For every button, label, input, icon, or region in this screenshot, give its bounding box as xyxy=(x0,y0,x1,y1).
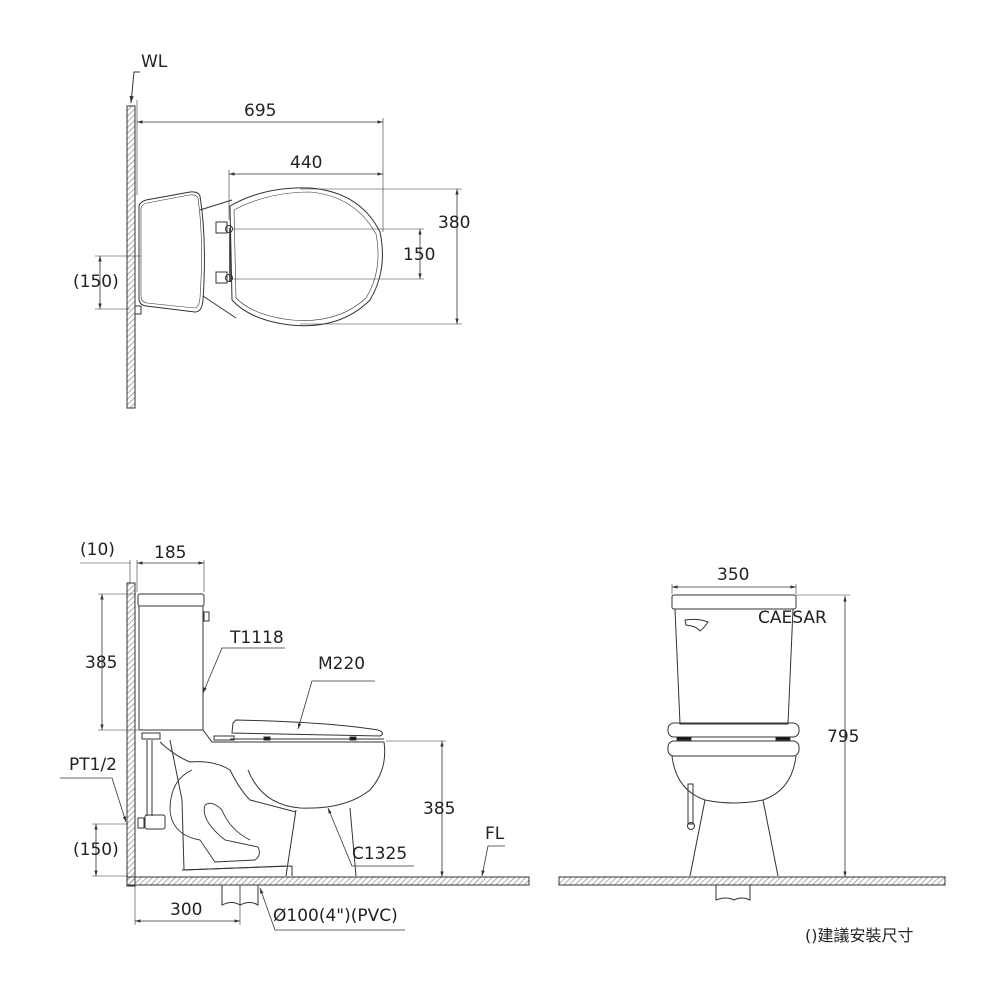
side-seat xyxy=(231,719,384,737)
front-bowl xyxy=(671,755,797,804)
wl-label: WL xyxy=(141,52,168,72)
dim-300-label: 300 xyxy=(170,900,203,920)
flush-lever xyxy=(684,618,709,632)
dim-385-tank-label: 385 xyxy=(85,653,118,673)
dim-385-seat-label: 385 xyxy=(423,799,456,819)
dim-440-label: 440 xyxy=(290,153,323,173)
side-view xyxy=(60,560,530,931)
dim-150-side-supply-label: (150) xyxy=(73,840,119,860)
drain-leader xyxy=(259,887,405,931)
seat-outline xyxy=(229,187,383,327)
fl-leader xyxy=(481,845,505,877)
dim-10-label: (10) xyxy=(80,540,115,560)
dim-185-label: 185 xyxy=(154,543,187,563)
c1325-leader xyxy=(327,807,414,867)
wl-leader xyxy=(129,71,140,104)
t1118-label: T1118 xyxy=(230,628,284,648)
tank-top-outline xyxy=(138,191,205,313)
pt12-label: PT1/2 xyxy=(69,755,117,775)
side-wall xyxy=(126,582,136,887)
front-tank-lid xyxy=(671,594,797,610)
front-seat-lid xyxy=(667,722,800,738)
m220-leader xyxy=(297,680,375,730)
front-seat-ring xyxy=(667,740,800,757)
t1118-leader xyxy=(202,647,285,694)
m220-label: M220 xyxy=(318,654,366,674)
c1325-label: C1325 xyxy=(352,844,408,864)
side-tank-lid xyxy=(137,593,205,607)
installation-note: ()建議安裝尺寸 xyxy=(805,926,914,945)
dim-150-hinge-label: 150 xyxy=(403,245,436,265)
side-floor xyxy=(126,876,530,886)
dim-150-top-supply-label: (150) xyxy=(73,272,119,292)
dim-380-label: 380 xyxy=(438,213,471,233)
dim-350-label: 350 xyxy=(717,565,750,585)
front-tank-body xyxy=(674,608,794,725)
brand-label: CAESAR xyxy=(758,608,827,628)
front-view xyxy=(558,584,946,901)
front-floor xyxy=(558,876,946,886)
top-view xyxy=(95,71,462,409)
fl-label: FL xyxy=(485,824,505,844)
dim-695-label: 695 xyxy=(244,101,277,121)
drain-label: Ø100(4")(PVC) xyxy=(273,906,398,926)
wall-section xyxy=(126,105,136,409)
dim-795-label: 795 xyxy=(827,727,860,747)
side-tank-body xyxy=(138,606,204,731)
pt12-leader xyxy=(60,777,127,823)
